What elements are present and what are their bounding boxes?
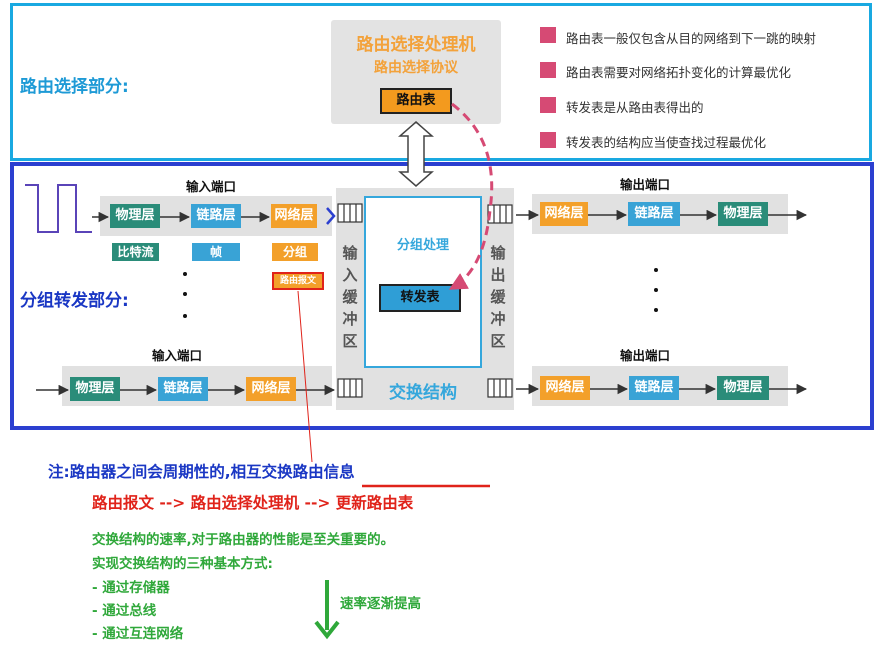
input-link-layer-top: 链路层 bbox=[191, 204, 241, 228]
green-note-4: - 通过总线 bbox=[92, 603, 157, 619]
routing-table-box: 路由表 bbox=[380, 88, 452, 114]
input-physical-layer-bottom: 物理层 bbox=[70, 377, 120, 401]
input-link-layer-bottom: 链路层 bbox=[158, 377, 208, 401]
switch-fabric-label: 交换结构 bbox=[389, 383, 457, 403]
bitstream-tag: 比特流 bbox=[112, 243, 159, 261]
output-network-layer-bottom: 网络层 bbox=[540, 376, 590, 400]
bullet-marker bbox=[540, 132, 556, 148]
bitstream-waveform bbox=[25, 184, 92, 233]
bullet-marker bbox=[540, 27, 556, 43]
output-link-layer-top: 链路层 bbox=[628, 202, 680, 226]
routing-message-tag: 路由报文 bbox=[272, 272, 324, 290]
bullet-text-4: 转发表的结构应当使查找过程最优化 bbox=[566, 135, 767, 150]
green-note-3: - 通过存储器 bbox=[92, 580, 170, 596]
ellipsis-dot bbox=[654, 268, 658, 272]
output-network-layer-top: 网络层 bbox=[540, 202, 588, 226]
note-line-2: 路由报文 --> 路由选择处理机 --> 更新路由表 bbox=[92, 494, 414, 512]
packet-processing-label: 分组处理 bbox=[396, 238, 449, 253]
input-port-title-top: 输入端口 bbox=[186, 179, 237, 194]
ellipsis-dot bbox=[183, 314, 187, 318]
output-buffer-queue-icon bbox=[487, 204, 513, 398]
output-port-title-top: 输出端口 bbox=[620, 177, 671, 192]
input-network-layer-bottom: 网络层 bbox=[246, 377, 296, 401]
forwarding-section-frame bbox=[10, 162, 874, 430]
bullet-text-3: 转发表是从路由表得出的 bbox=[566, 100, 704, 115]
note-highlight: 交换路由信息 bbox=[261, 463, 355, 481]
ellipsis-dot bbox=[654, 288, 658, 292]
double-arrow-icon bbox=[398, 121, 434, 187]
green-note-2: 实现交换结构的三种基本方式: bbox=[92, 556, 273, 572]
output-port-title-bottom: 输出端口 bbox=[620, 348, 671, 363]
forwarding-table-box: 转发表 bbox=[379, 284, 461, 312]
routing-to-forwarding-arrow bbox=[448, 102, 494, 290]
bullet-text-1: 路由表一般仅包含从目的网络到下一跳的映射 bbox=[566, 31, 817, 46]
speed-label: 速率逐渐提高 bbox=[340, 596, 421, 612]
routing-processor-title: 路由选择处理机 bbox=[356, 35, 476, 55]
input-buffer-queue-icon bbox=[337, 203, 363, 398]
note-line-1: 注:路由器之间会周期性的,相互交换路由信息 bbox=[48, 463, 355, 481]
input-port-title-bottom: 输入端口 bbox=[152, 348, 203, 363]
ellipsis-dot bbox=[183, 292, 187, 296]
input-physical-layer-top: 物理层 bbox=[110, 204, 160, 228]
output-buffer-label: 输 出 缓 冲 区 bbox=[490, 244, 506, 350]
input-buffer-label: 输 入 缓 冲 区 bbox=[342, 244, 358, 350]
ellipsis-dot bbox=[183, 272, 187, 276]
routing-protocol-label: 路由选择协议 bbox=[374, 60, 458, 76]
routing-section-frame bbox=[10, 3, 872, 161]
packet-tag: 分组 bbox=[272, 243, 318, 261]
frame-tag: 帧 bbox=[192, 243, 240, 261]
arrow-down-icon bbox=[314, 620, 340, 640]
bullet-text-2: 路由表需要对网络拓扑变化的计算最优化 bbox=[566, 65, 792, 80]
ellipsis-dot bbox=[654, 308, 658, 312]
chevron-right-icon bbox=[326, 207, 336, 225]
output-physical-layer-bottom: 物理层 bbox=[717, 376, 769, 400]
input-network-layer-top: 网络层 bbox=[271, 204, 317, 228]
forwarding-section-label: 分组转发部分: bbox=[20, 291, 129, 311]
routing-section-label: 路由选择部分: bbox=[20, 77, 129, 97]
bullet-marker bbox=[540, 97, 556, 113]
output-link-layer-bottom: 链路层 bbox=[629, 376, 679, 400]
routing-message-pointer bbox=[297, 290, 313, 463]
green-note-1: 交换结构的速率,对于路由器的性能是至关重要的。 bbox=[92, 532, 395, 548]
output-physical-layer-top: 物理层 bbox=[718, 202, 768, 226]
bullet-marker bbox=[540, 62, 556, 78]
green-note-5: - 通过互连网络 bbox=[92, 626, 184, 642]
